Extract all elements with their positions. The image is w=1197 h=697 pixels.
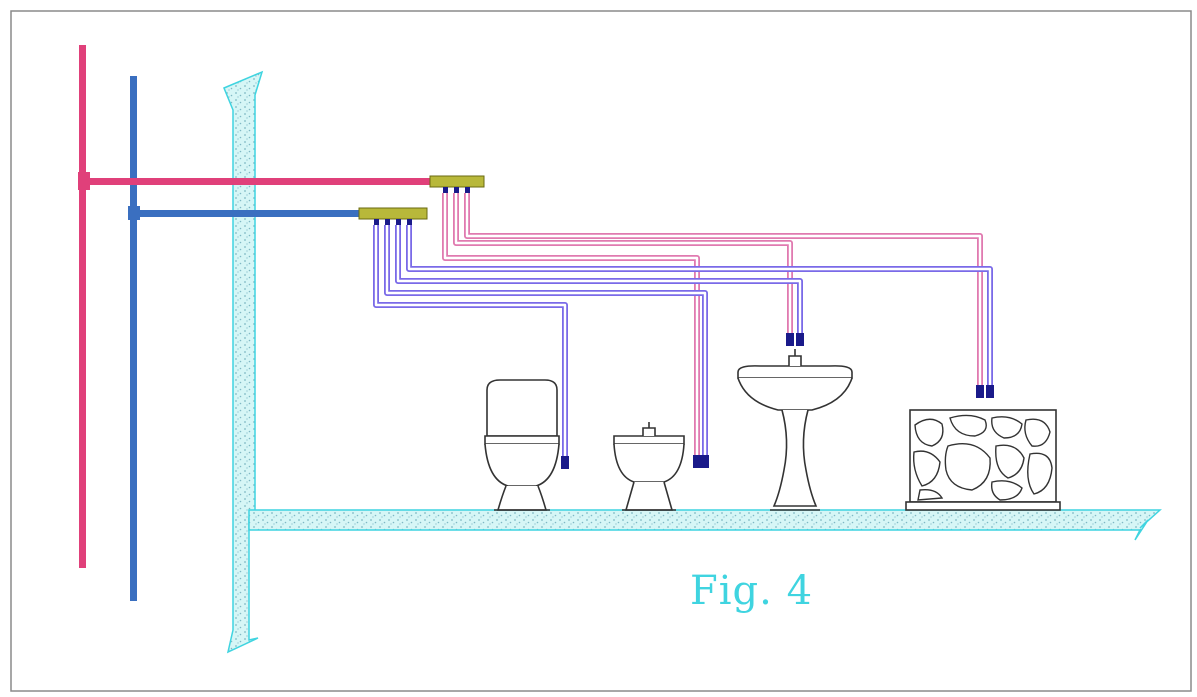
vertical-wall bbox=[223, 70, 264, 654]
horizontal-mains bbox=[78, 172, 430, 220]
hot-branch-bidet bbox=[442, 193, 700, 458]
sink-hot-valve bbox=[786, 333, 794, 346]
hot-manifold bbox=[429, 175, 485, 193]
wall-and-floor bbox=[223, 70, 1162, 654]
bidet-fixture bbox=[613, 422, 685, 511]
floor-slab bbox=[248, 509, 1162, 541]
toilet-cold-valve bbox=[561, 456, 569, 469]
main-risers bbox=[79, 45, 137, 601]
washbasin-fixture bbox=[737, 349, 853, 511]
cold-manifold-body bbox=[358, 207, 428, 220]
cold-manifold-port bbox=[385, 219, 390, 225]
figure-caption: Fig. 4 bbox=[690, 568, 814, 614]
hot-water-main bbox=[80, 178, 430, 185]
hot-manifold-port bbox=[443, 187, 448, 193]
bathtub-fixture bbox=[905, 409, 1061, 511]
end-valves bbox=[561, 333, 994, 469]
hot-water-riser bbox=[79, 45, 86, 568]
tub-hot-valve bbox=[976, 385, 984, 398]
bidet-cold-valve bbox=[701, 455, 709, 468]
toilet-fixture bbox=[484, 379, 560, 511]
hot-branch-sink bbox=[453, 193, 793, 338]
cold-manifold bbox=[358, 207, 428, 225]
hot-manifold-port bbox=[465, 187, 470, 193]
cold-tee-fitting bbox=[128, 206, 140, 220]
bidet-hot-valve bbox=[693, 455, 701, 468]
hot-manifold-body bbox=[429, 175, 485, 188]
hot-tee-fitting bbox=[78, 172, 90, 190]
sink-cold-valve bbox=[796, 333, 804, 346]
cold-manifold-port bbox=[374, 219, 379, 225]
hot-manifold-port bbox=[454, 187, 459, 193]
cold-manifold-port bbox=[407, 219, 412, 225]
cold-manifold-port bbox=[396, 219, 401, 225]
cold-water-riser bbox=[130, 76, 137, 601]
cold-water-main bbox=[131, 210, 361, 217]
tub-cold-valve bbox=[986, 385, 994, 398]
figure-frame bbox=[10, 10, 1192, 692]
